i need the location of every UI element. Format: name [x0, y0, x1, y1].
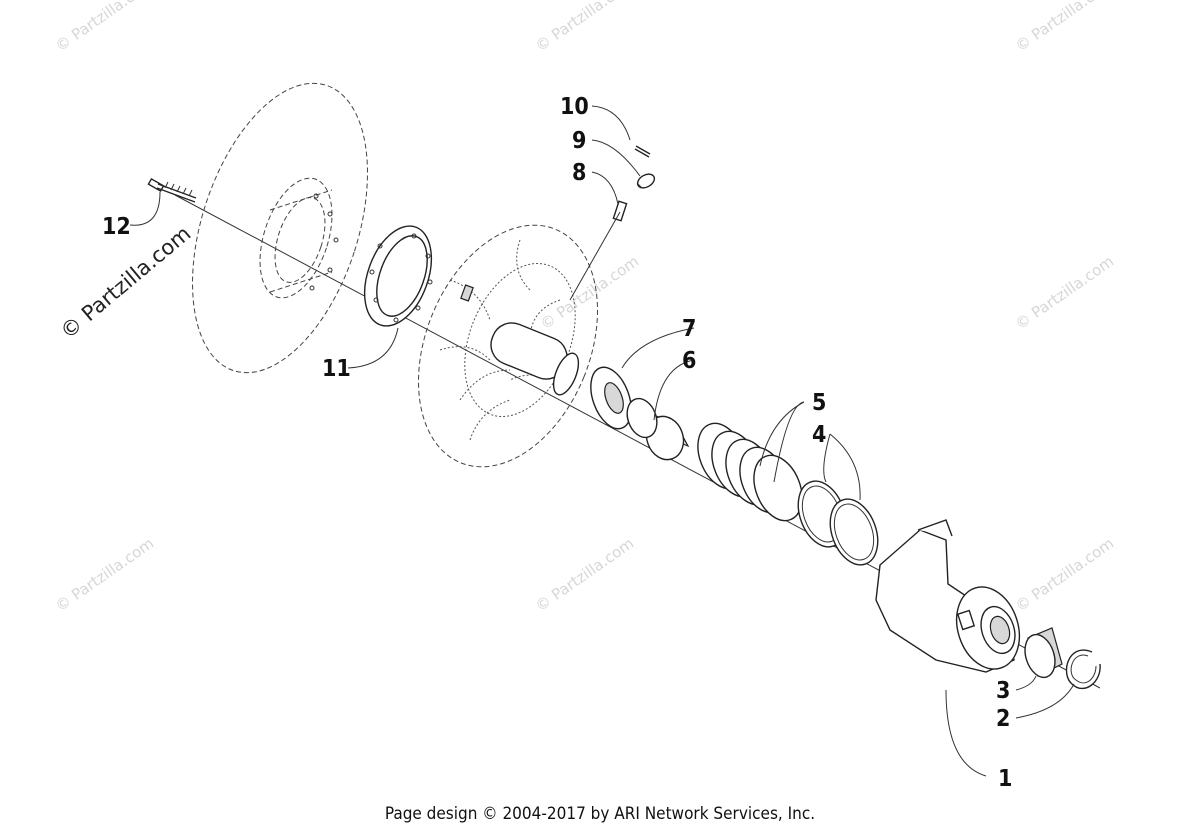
callout-7: 7 [682, 316, 696, 342]
watermark-low-left: © Partzilla.com [52, 534, 157, 615]
part-4-rings [797, 480, 879, 566]
watermark-low-right: © Partzilla.com [1012, 534, 1117, 615]
watermark-mid-right: © Partzilla.com [1012, 252, 1117, 333]
part-inner-sheave [418, 224, 598, 468]
watermark-mid-center: © Partzilla.com [537, 252, 642, 333]
part-5-spring [697, 422, 803, 522]
callout-9: 9 [572, 128, 586, 154]
watermark-top-left: © Partzilla.com [52, 0, 157, 55]
watermark-group: © Partzilla.com © Partzilla.com © Partzi… [52, 0, 1117, 615]
callout-5: 5 [812, 390, 826, 416]
part-6-bushing [626, 397, 690, 461]
part-outer-sheave [192, 82, 368, 374]
watermark-top-center: © Partzilla.com [532, 0, 637, 55]
callout-numbers: 10 9 8 12 11 7 6 5 4 3 2 1 [102, 94, 1012, 792]
footer-copyright: Page design © 2004-2017 by ARI Network S… [384, 804, 816, 824]
callout-10: 10 [560, 94, 589, 120]
callout-12: 12 [102, 214, 131, 240]
callout-1: 1 [998, 766, 1012, 792]
callout-8: 8 [572, 160, 586, 186]
leader-lines [129, 105, 1075, 777]
callout-11: 11 [322, 356, 351, 382]
callout-3: 3 [996, 678, 1010, 704]
part-11-plate [363, 225, 433, 327]
part-10-pin [634, 145, 651, 158]
watermark-low-center: © Partzilla.com [532, 534, 637, 615]
watermark-top-right: © Partzilla.com [1012, 0, 1117, 55]
part-9-cap [636, 173, 656, 189]
callout-6: 6 [682, 348, 696, 374]
callout-4: 4 [812, 422, 826, 448]
part-12-bolt [147, 177, 197, 203]
part-8-roller [569, 200, 628, 301]
part-3-bearing [1024, 627, 1063, 679]
part-7-washer [590, 366, 632, 430]
callout-2: 2 [996, 706, 1010, 732]
part-2-snap-ring [1065, 649, 1101, 690]
part-1-cam-housing [875, 519, 1021, 673]
